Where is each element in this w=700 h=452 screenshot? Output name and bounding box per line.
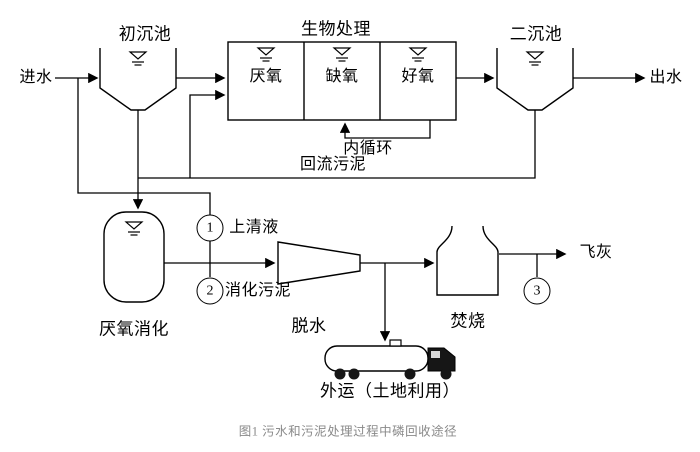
label-transport-land-use: 外运（土地利用） <box>320 381 460 401</box>
label-anoxic-cell: 缺氧 <box>325 68 359 85</box>
recovery-point-3-badge: 3 <box>523 277 551 305</box>
anaerobic-digester-shape <box>103 211 165 303</box>
truck-hatch <box>389 339 402 347</box>
label-influent: 进水 <box>19 69 53 86</box>
label-bio-treatment: 生物处理 <box>301 19 371 39</box>
water-surface-icon <box>257 47 275 62</box>
label-internal-recycle: 内循环 <box>343 140 393 157</box>
secondary-clarifier-shape <box>496 48 574 111</box>
internal-recycle-line <box>339 120 431 139</box>
label-anaerobic-cell: 厌氧 <box>249 68 283 85</box>
truck-wheel <box>334 368 346 380</box>
label-digested-sludge: 消化污泥 <box>224 282 292 299</box>
recovery-point-2-badge: 2 <box>196 277 224 305</box>
bio-treatment-box <box>227 41 457 121</box>
primary-clarifier-shape <box>99 48 177 111</box>
label-dewatering: 脱水 <box>291 316 327 336</box>
water-surface-icon <box>125 221 143 236</box>
label-aerobic-cell: 好氧 <box>401 68 435 85</box>
bio-treatment-dividers <box>303 42 381 120</box>
dewatering-shape <box>277 241 361 285</box>
recovery-point-1-badge: 1 <box>196 214 224 242</box>
label-effluent: 出水 <box>649 69 683 86</box>
incinerator-shape <box>436 225 499 296</box>
truck-wheel <box>440 368 452 380</box>
water-surface-icon <box>526 51 544 66</box>
water-surface-icon <box>409 47 427 62</box>
truck-wheel <box>404 368 416 380</box>
truck-window <box>431 351 440 358</box>
water-surface-icon <box>333 47 351 62</box>
truck-wheel <box>348 368 360 380</box>
label-incineration: 焚烧 <box>450 311 486 331</box>
truck-icon <box>324 339 456 380</box>
return-sludge-to-bio-arrow <box>189 89 226 178</box>
label-return-sludge: 回流污泥 <box>299 156 367 173</box>
water-surface-icon <box>129 51 147 66</box>
label-anaerobic-digestion: 厌氧消化 <box>99 319 169 339</box>
label-secondary-tank: 二沉池 <box>509 24 563 44</box>
figure-caption: 图1 污水和污泥处理过程中磷回收途径 <box>238 424 458 439</box>
label-fly-ash: 飞灰 <box>579 244 613 261</box>
label-primary-tank: 初沉池 <box>118 24 172 44</box>
truck-tank <box>324 345 429 372</box>
label-supernatant: 上清液 <box>229 219 279 236</box>
return-sludge-line <box>138 110 536 179</box>
